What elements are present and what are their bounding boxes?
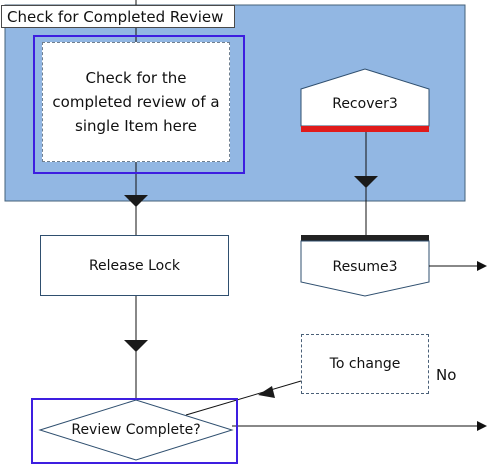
- recover-label: Recover3: [332, 96, 398, 112]
- connector-tochange-to-decision: [185, 380, 302, 416]
- highlight-frame-decision: [31, 398, 238, 464]
- highlight-frame-note: [33, 35, 245, 174]
- recover-shape[interactable]: [300, 68, 430, 127]
- arrowhead-resume: [354, 176, 378, 188]
- arrowhead-release-lock: [124, 195, 148, 207]
- resume-shape[interactable]: [300, 240, 430, 297]
- decision-label: Review Complete?: [71, 422, 201, 438]
- recover-red-bar: [301, 126, 429, 132]
- no-branch-label: No: [436, 366, 457, 384]
- note-text: Check for the completed review of a sing…: [52, 69, 220, 135]
- note-box[interactable]: Check for the completed review of a sing…: [42, 42, 230, 162]
- region-title: Check for Completed Review: [1, 5, 235, 28]
- resume-black-bar: [301, 235, 429, 241]
- to-change-label: To change: [329, 356, 401, 372]
- arrowhead-tochange: [258, 386, 275, 398]
- resume-label: Resume3: [332, 259, 398, 275]
- release-lock-box[interactable]: Release Lock: [40, 235, 229, 296]
- arrowhead-decision: [124, 340, 148, 352]
- release-lock-label: Release Lock: [88, 257, 181, 274]
- decision-diamond[interactable]: [38, 399, 234, 461]
- to-change-box[interactable]: To change: [301, 334, 429, 394]
